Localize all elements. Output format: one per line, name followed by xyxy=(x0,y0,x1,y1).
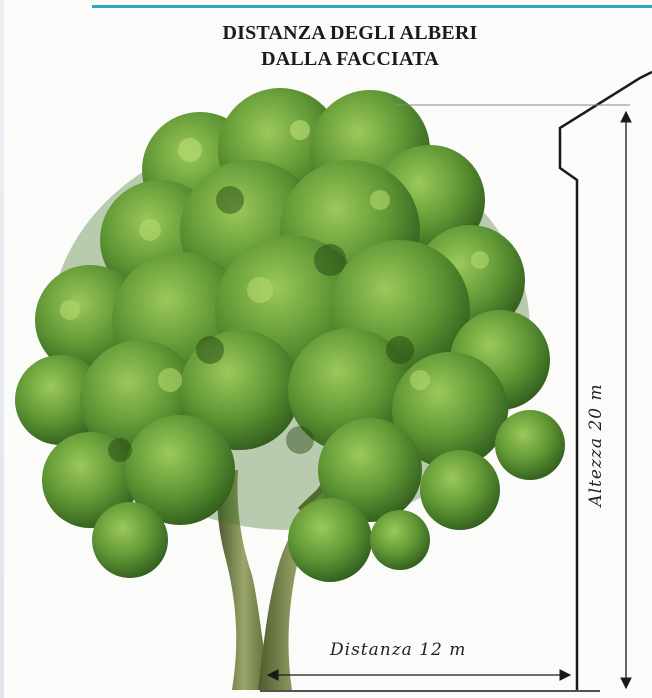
height-label: Altezza 20 m xyxy=(586,383,606,506)
tree-foliage xyxy=(15,88,565,582)
tree-illustration xyxy=(15,88,565,690)
building-outline xyxy=(560,72,652,690)
distance-label: Distanza 12 m xyxy=(330,640,510,660)
